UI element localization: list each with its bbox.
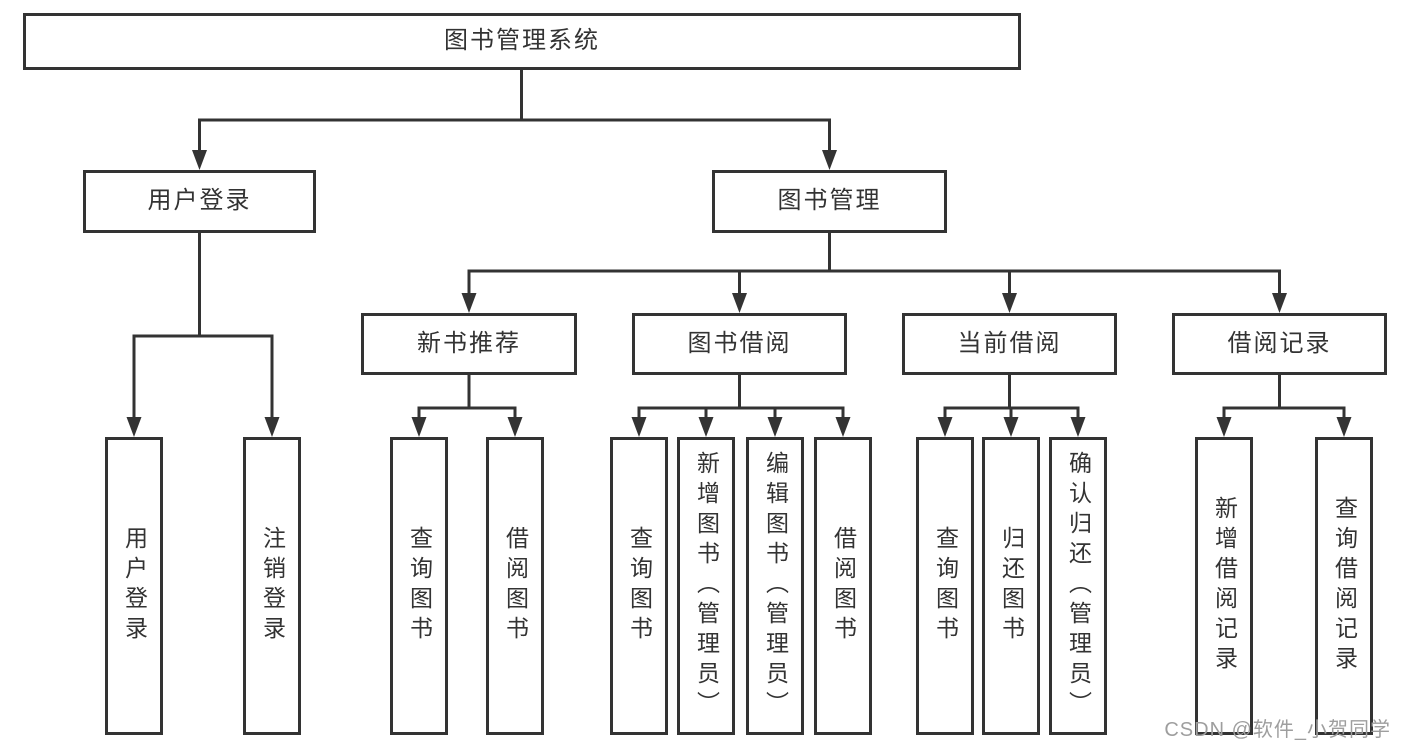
node-leaf-newbooks-borrow-books: 借阅图书: [486, 437, 544, 735]
node-book-management: 图书管理: [712, 170, 947, 233]
node-leaf-current-query-books: 查询图书: [916, 437, 974, 735]
node-leaf-borrowing-edit-books-admin: 编辑图书（管理员）: [746, 437, 804, 735]
node-library-management-system: 图书管理系统: [23, 13, 1021, 70]
csdn-watermark: CSDN @软件_小贺同学: [1164, 719, 1391, 741]
node-leaf-current-return-books: 归还图书: [982, 437, 1040, 735]
node-leaf-newbooks-query-books: 查询图书: [390, 437, 448, 735]
node-leaf-borrowing-query-books: 查询图书: [610, 437, 668, 735]
node-leaf-borrowing-borrow-books: 借阅图书: [814, 437, 872, 735]
node-leaf-user-login: 用户登录: [105, 437, 163, 735]
connector-borrow-records-to-leaves: [1216, 374, 1352, 437]
node-borrowing-records: 借阅记录: [1172, 313, 1387, 375]
node-leaf-current-confirm-return-admin: 确认归还（管理员）: [1049, 437, 1107, 735]
connector-book-borrow-to-leaves: [631, 374, 851, 437]
node-leaf-borrowing-add-books-admin: 新增图书（管理员）: [677, 437, 735, 735]
node-leaf-logout-login: 注销登录: [243, 437, 301, 735]
node-leaf-records-add-borrow-record: 新增借阅记录: [1195, 437, 1253, 735]
node-book-borrowing: 图书借阅: [632, 313, 847, 375]
node-user-login: 用户登录: [83, 170, 316, 233]
connector-book-mgmt-to-level3: [461, 232, 1287, 313]
node-new-book-recommendation: 新书推荐: [361, 313, 577, 375]
connector-new-books-to-leaves: [411, 374, 523, 437]
connector-root-to-level2: [192, 68, 837, 170]
node-leaf-records-query-borrow-record: 查询借阅记录: [1315, 437, 1373, 735]
connector-user-login-to-leaves: [126, 232, 280, 437]
connector-current-borrow-to-leaves: [937, 374, 1086, 437]
node-current-borrowing: 当前借阅: [902, 313, 1117, 375]
